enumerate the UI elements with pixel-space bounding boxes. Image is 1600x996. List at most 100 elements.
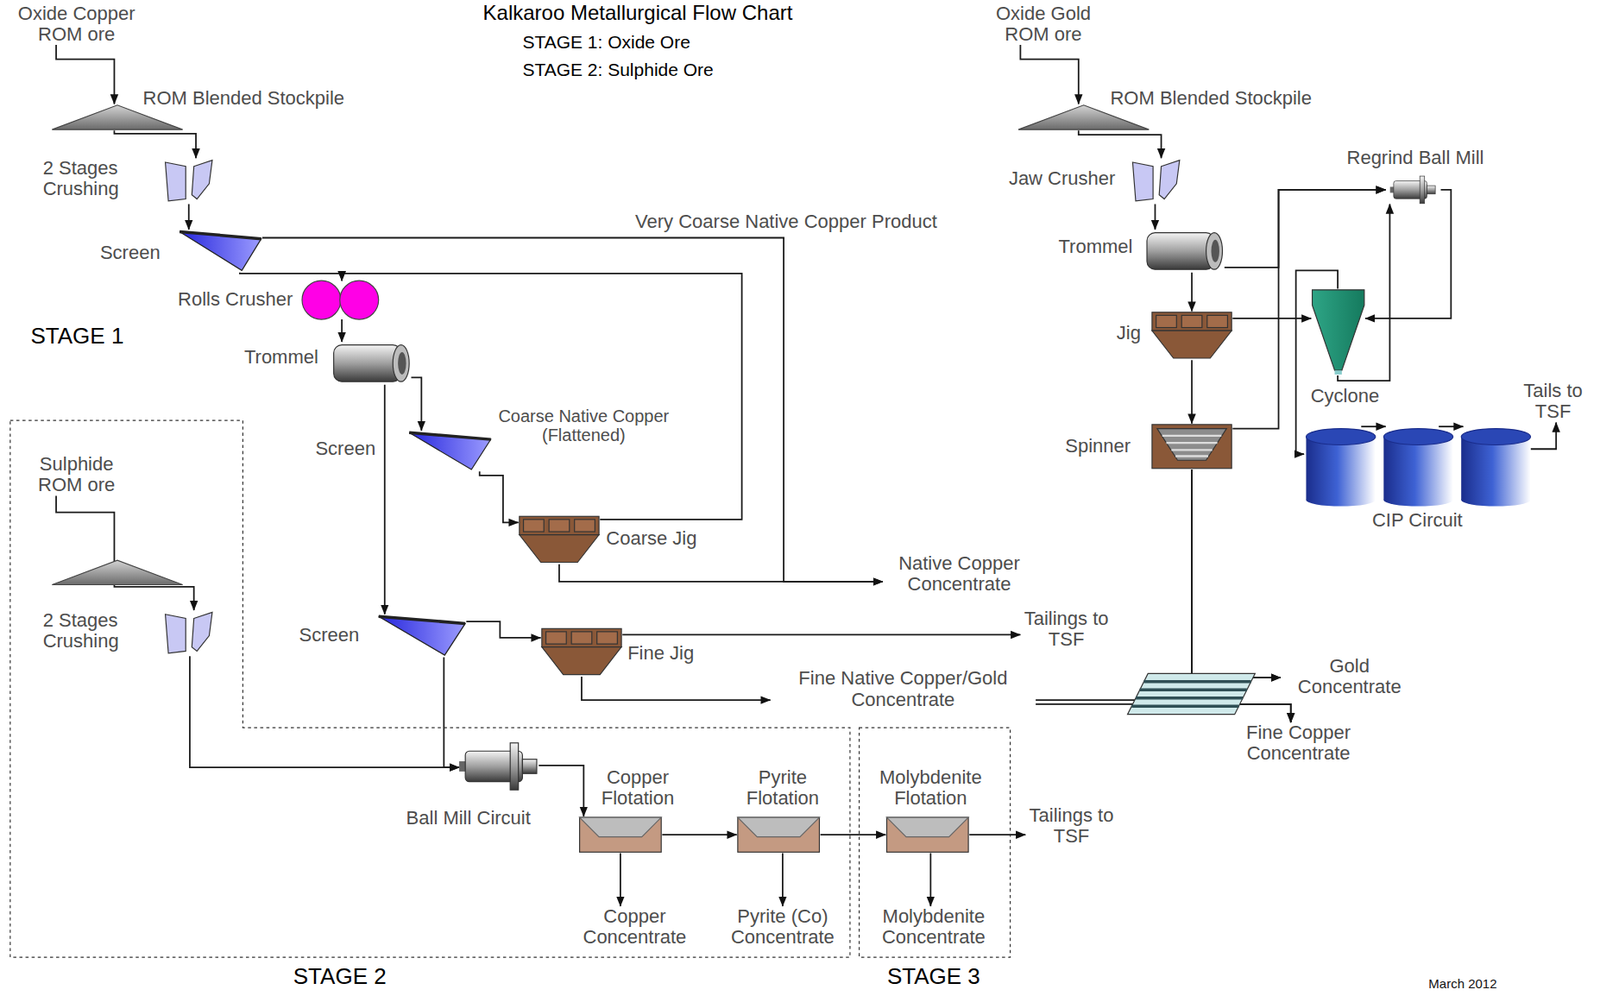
roll-symbol (340, 280, 379, 320)
stream-label: Tailings to TSF (1020, 608, 1112, 650)
equipment-node: Jig (1151, 311, 1234, 361)
equipment-node: Rolls Crusher (301, 280, 381, 320)
flow-arrow (1154, 203, 1157, 230)
cip-tanks (1305, 426, 1531, 506)
ball-mill-symbol (1390, 176, 1436, 204)
trommel-symbol (1146, 233, 1223, 271)
flow-arrow (1365, 189, 1451, 319)
stream-label-box: Tails to TSF (1520, 380, 1587, 423)
stream-label-box: Oxide Copper ROM ore (0, 3, 153, 45)
equipment-label: Screen (298, 624, 360, 646)
annotation-label: STAGE 1: Oxide Ore (522, 31, 691, 52)
stream-label: Oxide Gold ROM ore (974, 3, 1113, 45)
equipment-label: ROM Blended Stockpile (1109, 88, 1312, 109)
annotation-label: STAGE 3 (887, 963, 981, 989)
label-holder: Tailings to TSF (1025, 805, 1117, 847)
flow-arrow (1530, 422, 1557, 449)
label-holder: Fine Jig (627, 642, 694, 664)
equipment-node: ROM Blended Stockpile (1017, 104, 1151, 132)
equipment-label: Coarse Jig (605, 528, 697, 549)
equipment-label: Jaw Crusher (1008, 168, 1115, 189)
label-holder: Oxide Copper ROM ore (0, 3, 153, 45)
label-holder: ROM Blended Stockpile (143, 88, 346, 109)
equipment-label: Screen (314, 438, 376, 460)
screen-symbol (378, 616, 466, 656)
stream-label: Molybdenite Concentrate (862, 906, 1006, 948)
label-holder: ROM Blended Stockpile (1109, 88, 1312, 109)
flotation-cell-symbol (887, 817, 970, 852)
flow-arrow (113, 130, 196, 158)
flow-arrow (479, 471, 519, 523)
equipment-node: Trommel (331, 341, 411, 385)
label-holder: Trommel (244, 346, 319, 368)
flow-arrow (341, 273, 742, 520)
equipment-label: 2 Stages Crushing (43, 610, 151, 652)
label-holder: Molybdenite Flotation (871, 767, 989, 809)
chart-title: Kalkaroo Metallurgical Flow Chart (483, 1, 794, 25)
equipment-label: Molybdenite Flotation (871, 767, 989, 809)
flow-arrow (661, 833, 737, 836)
flow-arrow (820, 833, 887, 836)
flow-arrow (1078, 130, 1162, 158)
crusher-symbol (165, 160, 213, 202)
annotation-label: Coarse Native Copper (Flattened) (466, 406, 701, 445)
title-holder: Kalkaroo Metallurgical Flow Chart (483, 1, 794, 25)
label-holder: Gold Concentrate (1280, 655, 1419, 698)
flow-arrow (1232, 189, 1386, 429)
label-holder: Molybdenite Concentrate (862, 906, 1006, 948)
flow-arrow (1191, 469, 1281, 678)
screen-symbol (179, 231, 262, 271)
equipment-label: Trommel (244, 346, 319, 368)
jig-symbol (541, 628, 622, 675)
label-holder: Cyclone (1310, 385, 1380, 407)
roll-symbol (302, 280, 341, 320)
label-holder: Fine Copper Concentrate (1224, 722, 1373, 764)
equipment-label: Regrind Ball Mill (1347, 147, 1485, 169)
label-holder: Regrind Ball Mill (1347, 147, 1485, 169)
label-holder: Jaw Crusher (1008, 168, 1115, 189)
flow-arrow (189, 655, 460, 768)
equipment-node: Spinner (1151, 423, 1234, 470)
label-holder: STAGE 2: Sulphide Ore (522, 59, 713, 80)
equipment-node: Cyclone (1310, 289, 1366, 377)
stream-label-box: Fine Native Copper/Gold Concentrate (770, 667, 1036, 710)
stage-3-boundary (859, 727, 1011, 958)
ball-mill-symbol (459, 743, 537, 790)
label-holder: Oxide Gold ROM ore (974, 3, 1113, 45)
stream-label: Oxide Copper ROM ore (0, 3, 153, 45)
flow-arrow (1232, 317, 1311, 320)
label-holder: CIP Circuit (1372, 510, 1463, 531)
flow-arrow (781, 852, 784, 906)
label-holder: Jig (1116, 322, 1141, 344)
label-holder: STAGE 1 (30, 323, 124, 349)
label-holder: STAGE 2 (293, 963, 387, 989)
screen-symbol (409, 432, 492, 470)
stream-label: Fine Native Copper/Gold Concentrate (770, 667, 1036, 710)
spinner-symbol (1152, 424, 1232, 469)
flow-arrow (410, 377, 422, 430)
label-holder: Very Coarse Native Copper Product (632, 211, 940, 233)
stream-label-box: Tailings to TSF (1025, 805, 1117, 847)
equipment-label: Screen (100, 242, 161, 264)
equipment-node: Trommel (1145, 229, 1225, 273)
label-holder: Sulphide ROM ore (20, 453, 133, 496)
stream-label-box: Sulphide ROM ore (20, 453, 133, 496)
label-holder: 2 Stages Crushing (43, 610, 151, 652)
label-holder: STAGE 1: Oxide Ore (522, 31, 691, 52)
stream-label: Copper Concentrate (563, 906, 707, 948)
flow-arrow (56, 496, 195, 612)
equipment-label: Pyrite Flotation (731, 767, 834, 809)
flow-arrow (384, 384, 386, 615)
equipment-node: Screen (408, 430, 492, 472)
trommel-symbol (333, 345, 410, 383)
stream-label-box: Molybdenite Concentrate (862, 906, 1006, 948)
equipment-node: Jaw Crusher (1130, 157, 1182, 204)
stream-label: Gold Concentrate (1280, 655, 1419, 698)
flow-arrow (1190, 272, 1193, 312)
stream-label-box: Pyrite (Co) Concentrate (711, 906, 855, 948)
label-holder: Copper Flotation (586, 767, 689, 809)
flow-arrow (262, 237, 883, 581)
equipment-label: Cyclone (1310, 385, 1380, 407)
stream-label-box: Oxide Gold ROM ore (974, 3, 1113, 45)
label-holder: Copper Concentrate (563, 906, 707, 948)
